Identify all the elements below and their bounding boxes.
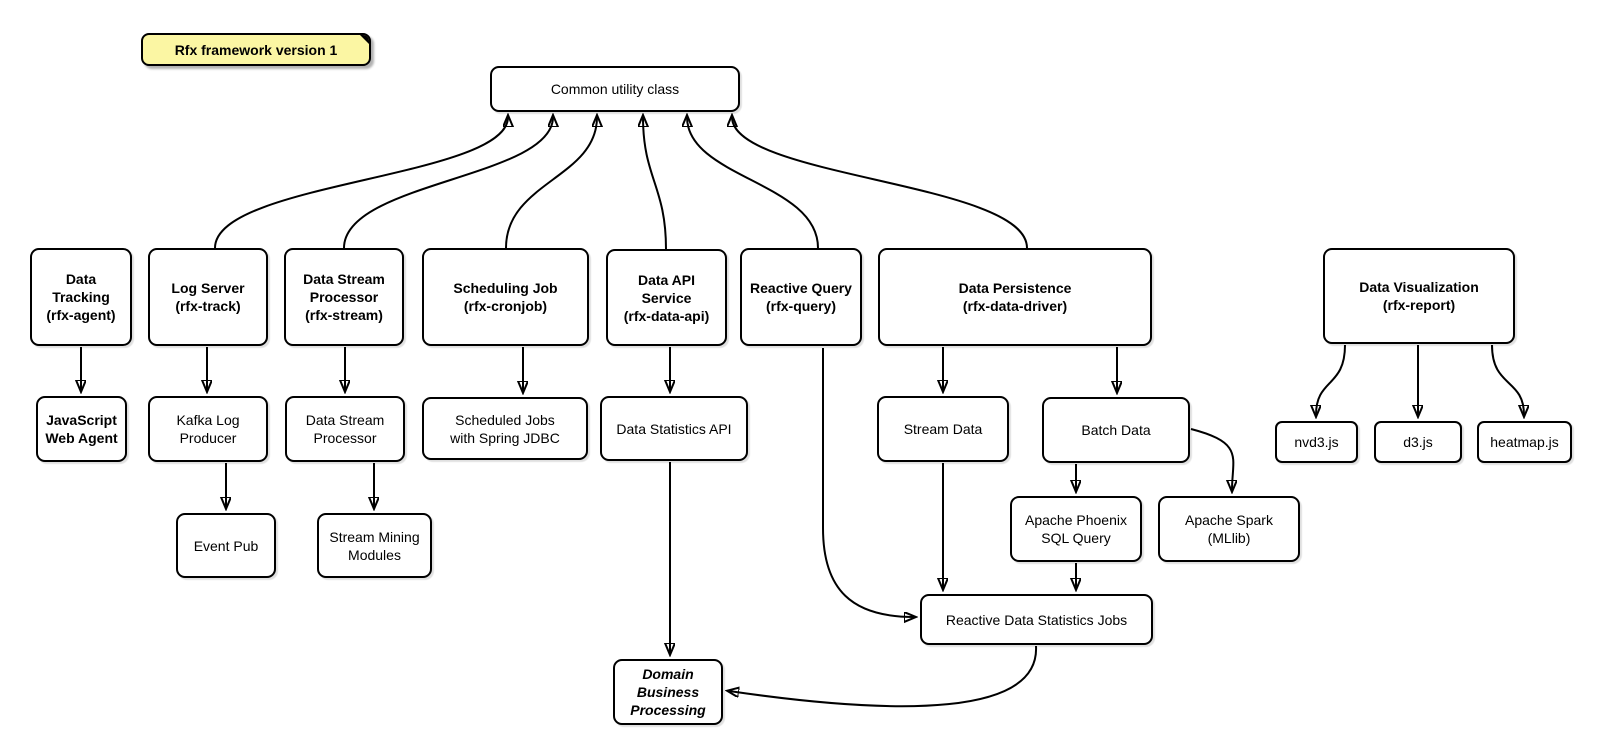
node-javascript-web-agent: JavaScript Web Agent [36, 396, 127, 462]
node-reactive-data-statistics-jobs-label: Reactive Data Statistics Jobs [945, 611, 1128, 628]
node-data-statistics-api-label: Data Statistics API [616, 420, 732, 437]
node-reactive-query-label: Reactive Query (rfx-query) [750, 280, 852, 314]
edge-scheduling-job-to-common [505, 117, 597, 249]
node-log-server: Log Server (rfx-track) [148, 248, 268, 346]
node-stream-mining-modules: Stream Mining Modules [317, 513, 432, 578]
node-domain-business-processing-label: Domain Business Processing [630, 666, 706, 718]
node-data-visualization-label: Data Visualization (rfx-report) [1359, 279, 1479, 313]
node-data-stream-processor-impl-label: Data Stream Processor [305, 412, 385, 446]
note-fold-corner-icon [358, 35, 369, 46]
node-d3: d3.js [1374, 421, 1462, 463]
node-data-api-service-label: Data API Service (rfx-data-api) [623, 271, 710, 324]
node-reactive-query: Reactive Query (rfx-query) [740, 248, 862, 346]
node-nvd3-label: nvd3.js [1294, 434, 1339, 450]
sticky-note: Rfx framework version 1 [141, 33, 371, 66]
node-stream-data: Stream Data [877, 396, 1009, 462]
edge-data-persistence-to-common [732, 117, 1028, 249]
node-log-server-label: Log Server (rfx-track) [171, 280, 245, 314]
edge-visualization-to-heatmap [1491, 344, 1524, 415]
edge-reactive-query-to-common [687, 117, 819, 249]
node-batch-data-label: Batch Data [1081, 422, 1151, 438]
edge-data-api-service-to-common [643, 117, 667, 250]
node-d3-label: d3.js [1403, 434, 1433, 450]
node-scheduling-job: Scheduling Job (rfx-cronjob) [422, 248, 589, 346]
edge-reactive-jobs-to-domain [729, 645, 1038, 708]
node-data-tracking: Data Tracking (rfx-agent) [30, 248, 132, 346]
sticky-note-label: Rfx framework version 1 [174, 41, 338, 58]
node-scheduled-jobs-spring-jdbc-label: Scheduled Jobs with Spring JDBC [450, 411, 560, 446]
node-apache-phoenix-sql-query: Apache Phoenix SQL Query [1010, 496, 1142, 562]
edge-reactive-query-to-reactive-jobs [822, 348, 914, 617]
node-common-utility-class: Common utility class [490, 66, 740, 112]
node-event-pub: Event Pub [176, 513, 276, 578]
edge-batch-data-to-spark [1190, 428, 1233, 490]
node-event-pub-label: Event Pub [193, 537, 259, 554]
node-heatmapjs: heatmap.js [1477, 421, 1572, 463]
node-data-persistence: Data Persistence (rfx-data-driver) [878, 248, 1152, 346]
node-data-persistence-label: Data Persistence (rfx-data-driver) [958, 280, 1072, 314]
node-scheduled-jobs-spring-jdbc: Scheduled Jobs with Spring JDBC [422, 397, 588, 460]
node-domain-business-processing: Domain Business Processing [613, 659, 723, 725]
edge-data-stream-processor-to-common [343, 117, 553, 249]
node-reactive-data-statistics-jobs: Reactive Data Statistics Jobs [920, 594, 1153, 645]
node-data-stream-processor-module: Data Stream Processor (rfx-stream) [284, 248, 404, 346]
node-heatmapjs-label: heatmap.js [1490, 434, 1559, 450]
node-kafka-log-producer-label: Kafka Log Producer [176, 412, 240, 446]
node-batch-data: Batch Data [1042, 397, 1190, 463]
node-common-utility-class-label: Common utility class [550, 81, 680, 97]
edge-log-server-to-common [214, 117, 508, 249]
node-nvd3: nvd3.js [1275, 421, 1358, 463]
node-kafka-log-producer: Kafka Log Producer [148, 396, 268, 462]
node-apache-spark-mllib: Apache Spark (MLlib) [1158, 496, 1300, 562]
node-data-visualization: Data Visualization (rfx-report) [1323, 248, 1515, 344]
node-scheduling-job-label: Scheduling Job (rfx-cronjob) [453, 280, 558, 314]
node-stream-mining-modules-label: Stream Mining Modules [329, 528, 420, 563]
node-data-statistics-api: Data Statistics API [600, 396, 748, 461]
edge-visualization-to-nvd3 [1316, 344, 1346, 415]
node-apache-phoenix-sql-query-label: Apache Phoenix SQL Query [1025, 512, 1127, 546]
node-data-api-service: Data API Service (rfx-data-api) [606, 249, 727, 346]
node-stream-data-label: Stream Data [903, 421, 983, 437]
node-apache-spark-mllib-label: Apache Spark (MLlib) [1185, 512, 1273, 546]
node-data-stream-processor-module-label: Data Stream Processor (rfx-stream) [303, 271, 385, 323]
node-data-stream-processor-impl: Data Stream Processor [285, 396, 405, 462]
node-javascript-web-agent-label: JavaScript Web Agent [45, 412, 118, 446]
node-data-tracking-label: Data Tracking (rfx-agent) [46, 271, 116, 323]
